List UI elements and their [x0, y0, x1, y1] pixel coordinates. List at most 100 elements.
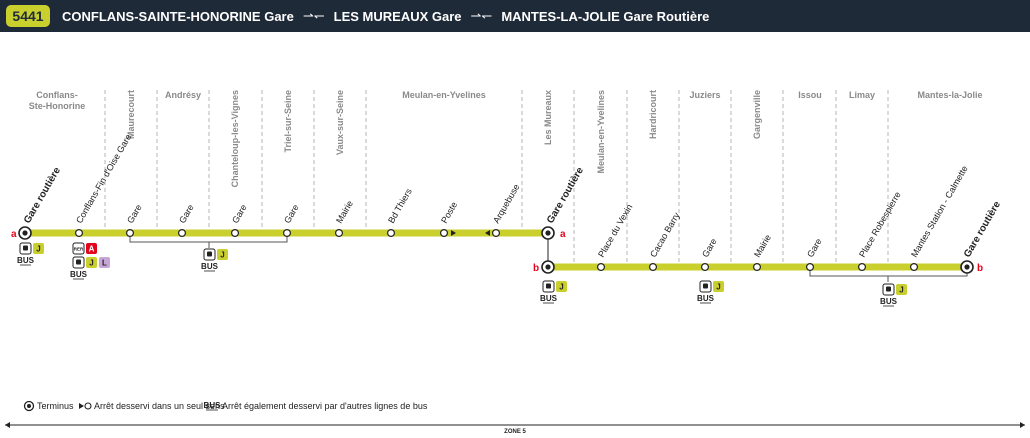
stop-marker — [440, 229, 449, 238]
commune-name: Andrésy — [165, 90, 201, 100]
svg-text:J: J — [899, 286, 903, 295]
line-number-badge: 5441 — [6, 5, 50, 27]
commune-name: Meulan-en-Yvelines — [596, 90, 606, 174]
stop-marker — [752, 263, 761, 272]
terminus-icon — [960, 260, 974, 274]
stop-name: Gare — [805, 237, 824, 259]
stop-name: Gare — [282, 203, 301, 225]
route-via: LES MUREAUX Gare — [333, 8, 462, 24]
stop-marker — [909, 263, 918, 272]
header-bar: 5441 CONFLANS-SAINTE-HONORINE Gare ⇀↽ LE… — [0, 0, 1030, 32]
stop-name: Gare routière — [545, 165, 586, 225]
bus-label: BUS — [17, 256, 35, 265]
zone-indicator: ZONE 5 — [5, 422, 1025, 435]
line-j-badge — [556, 281, 567, 292]
terminus-icon — [18, 226, 32, 240]
stop-names-lower: Place du Vexin Cacao Barry Gare Mairie G… — [596, 164, 1003, 260]
connection-bracket — [129, 237, 288, 243]
svg-text:L: L — [102, 259, 107, 268]
route-origin: CONFLANS-SAINTE-HONORINE Gare — [62, 8, 294, 24]
stop-name: Poste — [439, 200, 459, 225]
svg-text:J: J — [559, 283, 563, 292]
commune-name: Limay — [849, 90, 875, 100]
commune-name: Les Mureaux — [543, 90, 553, 145]
bus-label: BUS — [204, 401, 222, 410]
line-j-badge — [86, 257, 97, 268]
stops-lower — [541, 260, 974, 274]
stop-name: Conflans-Fin d'Oise Gare — [74, 132, 133, 225]
stop-name: Gare — [177, 203, 196, 225]
one-way-arrow-icon — [485, 230, 490, 236]
svg-text:RER: RER — [74, 247, 84, 252]
line-j-badge — [217, 249, 228, 260]
stop-marker — [125, 229, 134, 238]
stop-name: Mairie — [752, 233, 773, 259]
legend-terminus: Terminus — [37, 401, 74, 411]
one-way-arrow-icon — [451, 230, 456, 236]
commune-name: Issou — [798, 90, 822, 100]
legend-one-way: Arrêt desservi dans un seul sens — [94, 401, 225, 411]
commune-name: Mantes-la-Jolie — [917, 90, 982, 100]
commune-name: Conflans- — [36, 90, 78, 100]
commune-name: Meulan-en-Yvelines — [402, 90, 486, 100]
branch-label-b: b — [533, 263, 539, 274]
legend: Terminus Arrêt desservi dans un seul sen… — [23, 400, 428, 412]
zone-label: ZONE 5 — [504, 429, 526, 435]
bus-label: BUS — [880, 297, 898, 306]
stop-marker — [700, 263, 709, 272]
svg-text:A: A — [89, 245, 95, 254]
stop-name: Gare — [125, 203, 144, 225]
bidirectional-arrow-icon: ⇀↽ — [470, 8, 493, 23]
stop-marker — [387, 229, 396, 238]
bus-label: BUS — [70, 270, 88, 279]
svg-text:J: J — [89, 259, 93, 268]
line-j-badge — [33, 243, 44, 254]
line-j-badge — [713, 281, 724, 292]
bus-label: BUS — [697, 294, 715, 303]
commune-name: Gargenville — [752, 90, 762, 139]
svg-text:J: J — [716, 283, 720, 292]
rer-line-a-badge — [86, 243, 97, 254]
stop-name: Arquebuse — [491, 182, 521, 225]
commune-dividers — [104, 90, 889, 262]
stop-marker — [648, 263, 657, 272]
stop-marker — [492, 229, 501, 238]
rer-icon — [72, 242, 85, 255]
stop-name: Mairie — [334, 199, 355, 225]
commune-name: Ste-Honorine — [29, 101, 86, 111]
stop-marker — [596, 263, 605, 272]
connection-badges: J BUS RER A J L BUS J BUS J BUS J — [17, 242, 907, 307]
stop-name: Gare — [700, 237, 719, 259]
commune-name: Vaux-sur-Seine — [335, 90, 345, 155]
one-way-arrow-icon — [79, 403, 84, 409]
stop-marker — [84, 402, 92, 410]
stop-marker — [178, 229, 187, 238]
stop-name: Cacao Barry — [648, 210, 682, 259]
stop-name: Gare — [230, 203, 249, 225]
svg-text:J: J — [220, 251, 224, 260]
commune-name: Juziers — [689, 90, 720, 100]
bus-label: BUS — [201, 262, 219, 271]
stop-name: Place du Vexin — [596, 202, 634, 259]
terminus-icon — [541, 226, 555, 240]
stop-name: Gare routière — [962, 199, 1003, 259]
bidirectional-arrow-icon: ⇀↽ — [302, 8, 325, 23]
commune-name: Chanteloup-les-Vignes — [230, 90, 240, 187]
terminus-icon — [23, 400, 35, 412]
stop-name: Bd Thiers — [386, 186, 414, 225]
stop-name: Gare routière — [22, 165, 63, 225]
branch-label-a: a — [560, 229, 566, 240]
stop-marker — [805, 263, 814, 272]
stop-name: Place Robespierre — [857, 190, 903, 259]
svg-text:J: J — [36, 245, 40, 254]
branch-label-b: b — [977, 263, 983, 274]
stop-marker — [857, 263, 866, 272]
connection-bracket — [809, 271, 968, 277]
bus-label: BUS — [540, 294, 558, 303]
commune-name: Maurecourt — [126, 90, 136, 139]
commune-name: Triel-sur-Seine — [283, 90, 293, 153]
stops-upper — [18, 226, 555, 240]
stop-marker — [231, 229, 240, 238]
stop-names-upper: Gare routière Conflans-Fin d'Oise Gare G… — [22, 132, 586, 225]
